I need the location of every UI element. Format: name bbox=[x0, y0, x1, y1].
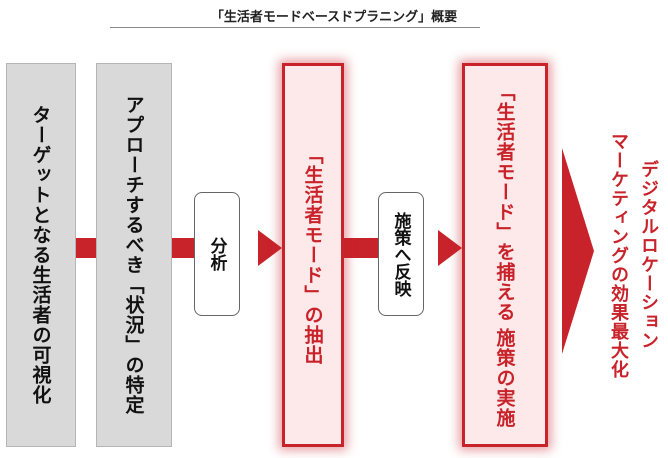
connector-bar-3 bbox=[344, 238, 378, 258]
step-situation-identification-label: アプローチするべき「状況」の特定 bbox=[122, 95, 145, 415]
reflect-label: 施策へ反映 bbox=[390, 211, 411, 297]
title-underline bbox=[110, 27, 480, 28]
step-mode-extraction: 「生活者モード」の抽出 bbox=[282, 63, 344, 447]
connector-bar-1 bbox=[76, 238, 96, 258]
step-measure-implementation-text: 「生活者モード」を捕える 施策の実施 bbox=[465, 66, 545, 444]
step-target-visualization: ターゲットとなる生活者の可視化 bbox=[6, 63, 76, 447]
arrowhead-to-measure bbox=[438, 230, 462, 266]
result-arrow-icon bbox=[562, 148, 594, 354]
result-line-2: マーケティングの効果最大化 bbox=[608, 131, 629, 379]
arrowhead-to-mode-extraction bbox=[258, 230, 282, 266]
result-line-1: デジタルロケーション bbox=[638, 160, 659, 350]
result-text: デジタルロケーション マーケティングの効果最大化 bbox=[600, 63, 666, 447]
connector-bar-2 bbox=[172, 238, 194, 258]
step-situation-identification: アプローチするべき「状況」の特定 bbox=[96, 63, 172, 447]
analysis-label: 分析 bbox=[206, 237, 227, 271]
step-measure-line-2: 施策の実施 bbox=[493, 328, 516, 428]
step-mode-extraction-label: 「生活者モード」の抽出 bbox=[301, 145, 324, 365]
reflect-tab: 施策へ反映 bbox=[378, 192, 424, 316]
diagram-title: 「生活者モードベースドプラニング」概要 bbox=[210, 10, 458, 25]
analysis-tab: 分析 bbox=[194, 192, 240, 316]
step-target-visualization-label: ターゲットとなる生活者の可視化 bbox=[29, 105, 52, 405]
step-measure-line-1: 「生活者モード」を捕える bbox=[493, 82, 516, 322]
step-measure-implementation: 「生活者モード」を捕える 施策の実施 bbox=[462, 63, 548, 447]
